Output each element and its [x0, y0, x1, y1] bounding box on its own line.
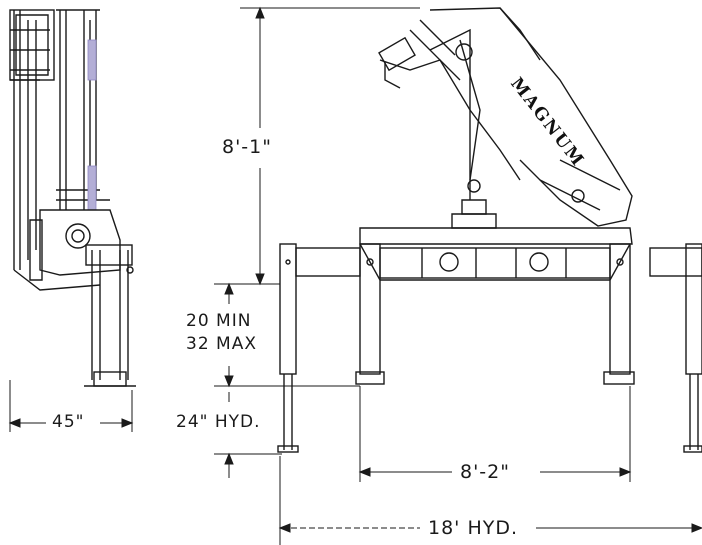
hyd-extension-label: 24" HYD. [176, 412, 261, 432]
hyd-span-label: 18' HYD. [428, 517, 519, 539]
highlight-upper [87, 39, 97, 81]
front-view [277, 7, 702, 453]
hyd-span-dimension [278, 456, 702, 545]
stabilizer-stroke-dimension [214, 282, 360, 388]
stabilizer-max-label: 32 MAX [186, 334, 257, 354]
base-span-label: 8'-2" [460, 461, 510, 483]
mast-height-label: 8'-1" [222, 136, 272, 158]
side-width-dimension [8, 380, 134, 432]
stabilizer-min-label: 20 MIN [186, 311, 252, 331]
highlight-lower [87, 165, 97, 211]
side-view [9, 9, 136, 387]
hyd-extension-dimension [214, 392, 282, 478]
side-width-label: 45" [52, 412, 85, 432]
base-span-dimension [358, 386, 632, 482]
